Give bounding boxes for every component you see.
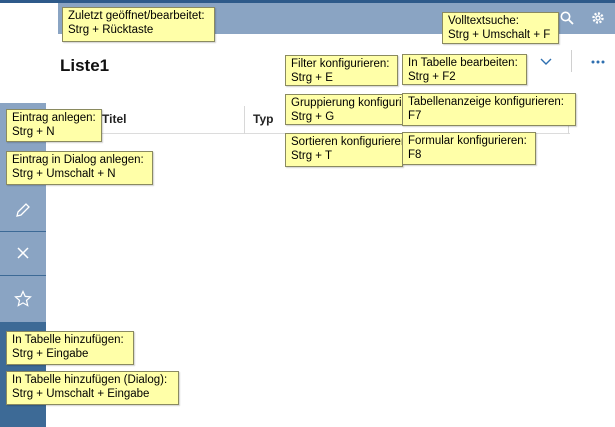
close-icon — [17, 247, 29, 259]
more-button[interactable] — [588, 52, 608, 72]
tooltip-grouping: Gruppierung konfigurieren: Strg + G — [285, 94, 403, 125]
tooltip-table-add-dialog: In Tabelle hinzufügen (Dialog): Strg + U… — [6, 371, 179, 405]
view-dropdown-button[interactable] — [536, 52, 556, 72]
favorite-button[interactable] — [0, 279, 46, 319]
gear-icon[interactable] — [589, 9, 607, 27]
top-bar-logo-area — [0, 3, 58, 34]
tooltip-fulltext-search: Volltextsuche: Strg + Umschalt + F — [442, 12, 559, 44]
star-icon — [14, 290, 32, 307]
tooltip-filter: Filter konfigurieren: Strg + E — [285, 55, 398, 86]
tooltip-table-display: Tabellenanzeige konfigurieren: F7 — [402, 93, 576, 126]
delete-button[interactable] — [0, 233, 46, 273]
column-header-titel[interactable]: Titel — [102, 112, 127, 126]
chevron-down-icon — [540, 58, 552, 65]
tooltip-form: Formular konfigurieren: F8 — [402, 132, 536, 165]
tooltip-table-add: In Tabelle hinzufügen: Strg + Eingabe — [6, 331, 134, 365]
edit-button[interactable] — [0, 190, 46, 230]
page-title: Liste1 — [60, 56, 110, 75]
toolbar-divider — [571, 50, 572, 72]
pencil-icon — [16, 203, 30, 217]
more-icon — [591, 60, 605, 64]
column-header-typ[interactable]: Typ — [253, 112, 274, 126]
search-icon[interactable] — [558, 9, 576, 27]
sidebar-divider — [0, 275, 46, 276]
tooltip-recent: Zuletzt geöffnet/bearbeitet: Strg + Rück… — [62, 7, 215, 42]
tooltip-new-entry: Eintrag anlegen: Strg + N — [6, 109, 102, 142]
column-divider[interactable] — [244, 106, 245, 134]
tooltip-table-edit: In Tabelle bearbeiten: Strg + F2 — [402, 54, 527, 85]
sidebar-divider — [0, 231, 46, 232]
left-top-area — [0, 34, 46, 103]
tooltip-new-entry-dialog: Eintrag in Dialog anlegen: Strg + Umscha… — [6, 151, 153, 185]
tooltip-sorting: Sortieren konfigurieren: Strg + T — [285, 133, 403, 167]
